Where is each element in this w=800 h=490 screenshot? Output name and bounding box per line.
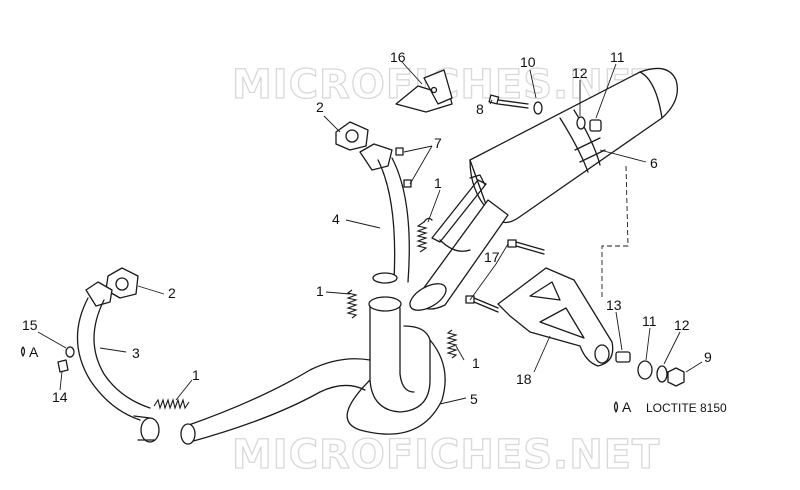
callout-11-lower: 11 <box>642 313 657 329</box>
callout-11-top: 11 <box>610 49 625 65</box>
callout-14: 14 <box>52 389 68 405</box>
drop-icon <box>20 346 26 357</box>
pipe-part-4 <box>359 143 410 284</box>
bolt-part-17 <box>465 239 545 313</box>
callout-2-lower: 2 <box>168 285 176 301</box>
callout-17: 17 <box>484 249 500 265</box>
spring-part-1-lower <box>153 398 190 410</box>
drop-icon <box>613 401 619 413</box>
spring-part-1-upper <box>416 217 433 253</box>
callout-18: 18 <box>516 371 532 387</box>
callout-16: 16 <box>390 49 406 65</box>
callout-15: 15 <box>22 317 38 333</box>
nut-part-14 <box>57 359 69 373</box>
washer-part-15 <box>65 346 75 358</box>
spacer-part-13 <box>615 351 631 363</box>
nut-part-7a <box>395 147 404 156</box>
legend: A LOCTITE 8150 <box>613 399 727 415</box>
callout-13: 13 <box>606 297 622 313</box>
bolt-part-8 <box>488 94 543 115</box>
loctite-marker: A <box>20 344 39 360</box>
loctite-marker-label: A <box>29 344 39 360</box>
callout-1-middle: 1 <box>316 283 324 299</box>
watermark-bottom: MICROFICHES.NET <box>232 432 660 478</box>
callout-4: 4 <box>332 211 340 227</box>
callout-12-top: 12 <box>572 65 588 81</box>
callout-10: 10 <box>520 54 536 70</box>
callout-1-lower: 1 <box>192 367 200 383</box>
gasket-part-2-upper <box>335 121 369 151</box>
callout-labels: 16 10 11 12 8 2 7 6 1 4 17 2 1 15 3 1 13… <box>22 49 712 407</box>
callout-2-upper: 2 <box>316 99 324 115</box>
nut-part-11-lower <box>637 360 653 380</box>
nut-part-7b <box>403 179 412 188</box>
spring-part-1-right <box>446 329 458 359</box>
callout-1-upper: 1 <box>434 175 442 191</box>
bracket-part-16 <box>395 69 453 113</box>
muffler-part-6 <box>409 67 679 311</box>
callout-6: 6 <box>650 155 658 171</box>
washer-part-12-lower <box>656 365 668 383</box>
bracket-part-18 <box>497 267 614 367</box>
pipe-part-3 <box>76 281 160 443</box>
mounting-dashed-line <box>601 165 629 300</box>
header-pipe-part-5 <box>180 296 446 445</box>
washer-part-12 <box>576 116 586 130</box>
leader-lines <box>37 61 703 405</box>
nut-part-9 <box>667 367 685 387</box>
callout-8: 8 <box>476 101 484 117</box>
legend-symbol: A <box>622 399 632 415</box>
legend-text: LOCTITE 8150 <box>646 401 727 415</box>
spring-part-1-middle <box>346 289 358 319</box>
nut-part-11 <box>589 119 602 132</box>
callout-5: 5 <box>470 391 478 407</box>
callout-1-right: 1 <box>472 355 480 371</box>
callout-9: 9 <box>704 349 712 365</box>
callout-7: 7 <box>434 135 442 151</box>
callout-3: 3 <box>132 345 140 361</box>
callout-12-lower: 12 <box>674 317 690 333</box>
